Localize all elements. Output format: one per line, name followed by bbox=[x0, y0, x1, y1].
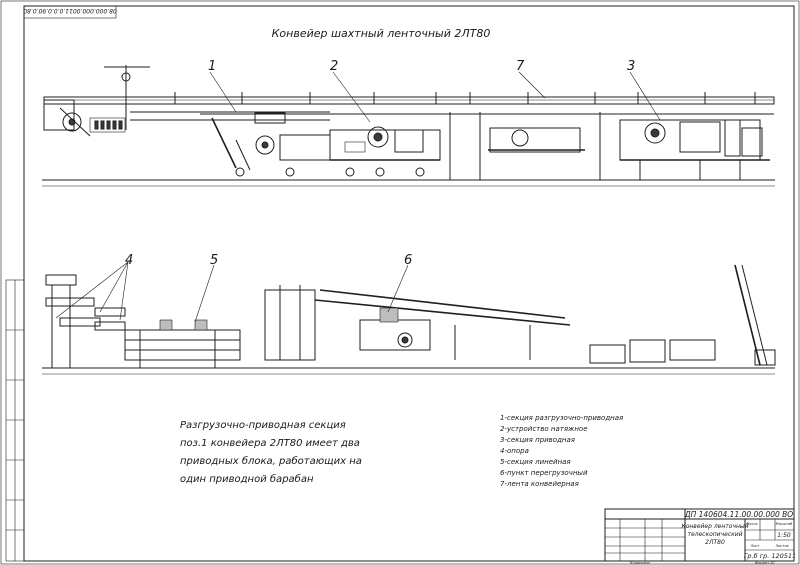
title-block-scale-label: Масштаб bbox=[776, 522, 793, 526]
title-block-sheet-label: Лист bbox=[750, 544, 761, 548]
title-block-name-3: 2ЛТ80 bbox=[705, 539, 725, 546]
legend-item-1: 1-секция разгрузочно-приводная bbox=[500, 414, 623, 422]
callout-1: 1 bbox=[208, 59, 216, 74]
callout-5: 5 bbox=[210, 253, 218, 268]
legend-item-6: 6-пункт перегрузочный bbox=[500, 469, 588, 477]
callout-3: 3 bbox=[627, 59, 635, 74]
legend-item-7: 7-лента конвейерная bbox=[500, 480, 579, 488]
title-block-scale: 1:50 bbox=[777, 532, 791, 539]
legend-item-2: 2-устройство натяжное bbox=[500, 425, 588, 433]
legend-item-3: 3-секция приводная bbox=[500, 436, 575, 444]
title-block-format: Формат A1 bbox=[755, 561, 775, 565]
note-line-1: Разгрузочно-приводная секция bbox=[180, 420, 346, 431]
legend-block: 1-секция разгрузочно-приводная 2-устройс… bbox=[500, 414, 623, 488]
top-conveyor-assembly bbox=[42, 65, 775, 187]
title-block-mass-label: Масса bbox=[746, 522, 757, 526]
legend-item-5: 5-секция линейная bbox=[500, 458, 571, 466]
top-stamp-text: 08.000.000.0011.0.0.0.90.0.80 bbox=[23, 7, 117, 14]
title-block-name-1: Конвейер ленточный bbox=[681, 523, 748, 530]
title-block-name-2: телескопический bbox=[687, 531, 742, 538]
title-block-sheets-label: Листов bbox=[774, 544, 788, 548]
left-strip bbox=[5, 279, 25, 562]
bottom-conveyor-assembly bbox=[42, 261, 776, 375]
note-line-3: приводных блока, работающих на bbox=[180, 455, 362, 467]
note-line-4: один приводной барабан bbox=[180, 473, 314, 485]
title-block-code: ДП 140604.11.00.00.000 ВО bbox=[684, 510, 794, 519]
title-block bbox=[604, 508, 795, 562]
callout-2: 2 bbox=[330, 59, 338, 74]
note-line-2: поз.1 конвейера 2ЛТ80 имеет два bbox=[180, 438, 360, 449]
title-block-copied: Копировал bbox=[630, 561, 651, 565]
callout-6: 6 bbox=[404, 253, 412, 268]
legend-item-4: 4-опора bbox=[500, 447, 529, 455]
top-stamp: 08.000.000.0011.0.0.0.90.0.80 bbox=[23, 5, 117, 19]
notes-block: Разгрузочно-приводная секция поз.1 конве… bbox=[180, 420, 362, 485]
title-block-group: Гр.б гр. 120511 bbox=[744, 552, 796, 560]
drawing-title: Конвейер шахтный ленточный 2ЛТ80 bbox=[272, 27, 491, 40]
callout-4: 4 bbox=[125, 253, 133, 268]
belt-upper bbox=[43, 96, 775, 105]
inner-frame bbox=[23, 5, 795, 562]
callout-7: 7 bbox=[516, 59, 525, 74]
